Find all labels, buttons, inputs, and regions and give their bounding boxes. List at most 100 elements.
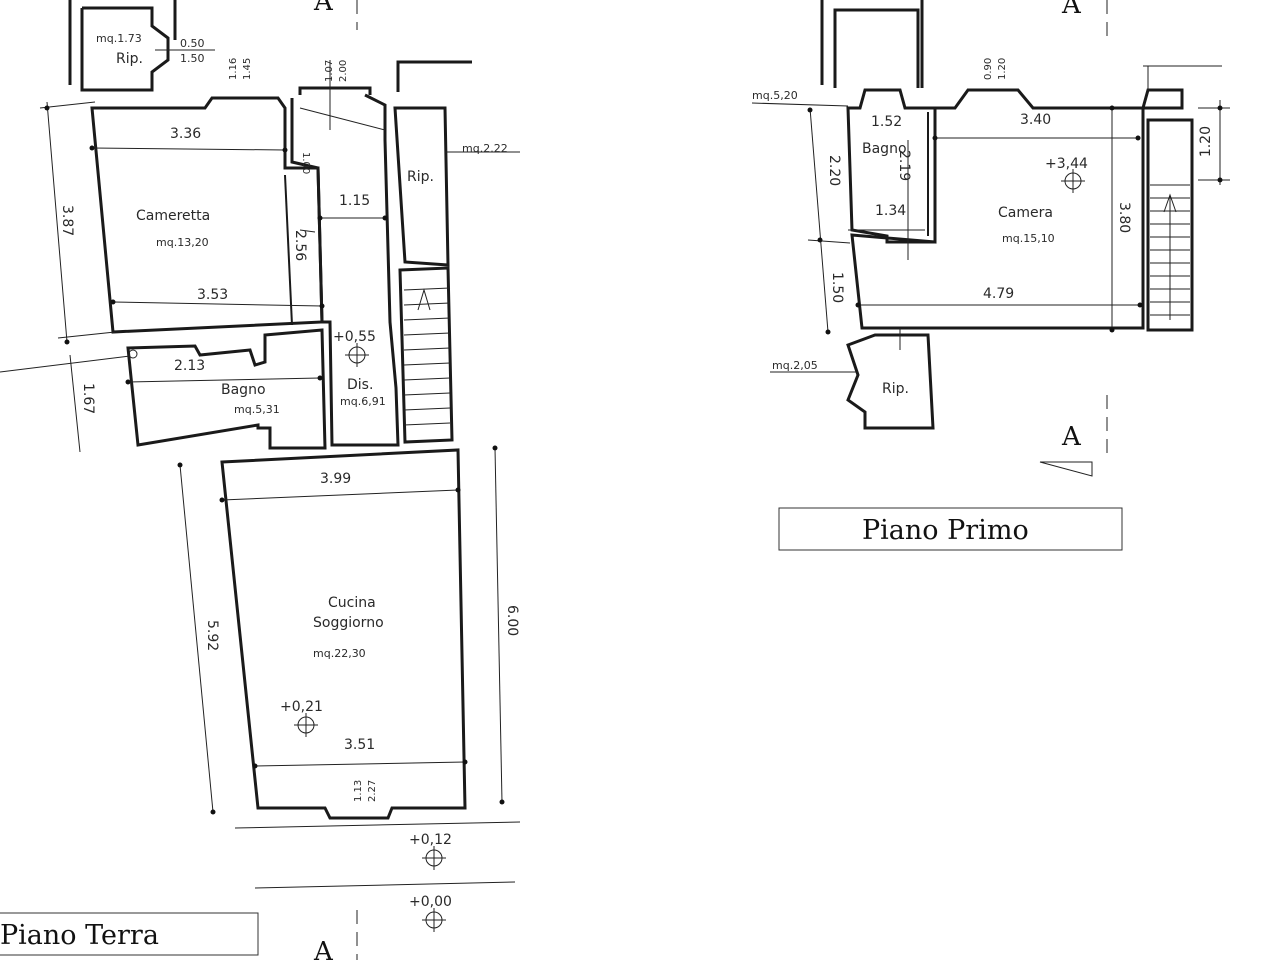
dim-line [221, 489, 459, 501]
elevation-marker [422, 846, 446, 870]
wall-line [396, 60, 472, 92]
ground-stair-walls [398, 266, 454, 444]
dimension-label: 2.00 [338, 60, 349, 82]
dimension-label: 3.99 [320, 471, 351, 487]
room-area: mq.5,31 [234, 403, 280, 416]
dim-line [127, 377, 321, 383]
dimension-label: 1.67 [80, 383, 96, 414]
dimension-label: 2.19 [896, 150, 912, 181]
dimension-label: 6.00 [504, 605, 520, 636]
elevation-label: +0,00 [409, 894, 452, 910]
dim-line [91, 147, 286, 151]
dim-line [179, 464, 214, 813]
elevation-label: +0,55 [333, 329, 376, 345]
first-stair-walls [1146, 118, 1194, 332]
dim-line [807, 239, 851, 244]
camera-walls [850, 88, 1184, 330]
dimension-label: 1.50 [829, 272, 845, 303]
wall-line [284, 174, 293, 326]
dim-line [57, 331, 116, 339]
dimension-label: 0.50 [180, 37, 205, 50]
ground-stair-treads [403, 287, 451, 426]
dim-line [494, 447, 503, 803]
ground-rip-right-walls [393, 106, 450, 267]
ground-floor-plan: A A mq.1.73 Rip. 0.50 1.50 1.16 1.45 1.0… [0, 0, 521, 960]
room-area: mq.5,20 [752, 89, 798, 102]
first-floor-title-box [778, 507, 1123, 551]
dimension-label: 0.90 [983, 58, 994, 80]
dim-line [0, 355, 131, 373]
room-area: mq.6,91 [340, 395, 386, 408]
elevation-marker [422, 908, 446, 932]
dim-line [299, 229, 316, 233]
ground-floor-title-box [0, 912, 259, 956]
room-name-line2: Soggiorno [313, 615, 384, 631]
dimension-label: 1.13 [353, 780, 364, 802]
first-floor-title: Piano Primo [862, 515, 1029, 546]
dim-line [112, 301, 323, 307]
section-mark-a-top: A [1061, 0, 1082, 20]
dim-line [809, 107, 829, 333]
dimension-label: 1.20 [1198, 126, 1214, 157]
ground-floor-title: Piano Terra [0, 920, 159, 951]
dimension-label: 3.40 [1020, 112, 1051, 128]
dimension-label: 4.79 [983, 286, 1014, 302]
room-name: Rip. [116, 51, 143, 67]
dimension-dots [807, 105, 1223, 335]
elevation-label: +3,44 [1045, 156, 1088, 172]
room-area: mq.2.22 [462, 142, 508, 155]
first-stair-treads [1150, 184, 1190, 320]
dim-line [46, 101, 68, 343]
drain-symbol [128, 349, 138, 359]
elevation-marker [294, 713, 318, 737]
dimension-label: 3.51 [344, 737, 375, 753]
ground-rip-top-walls [80, 6, 170, 92]
first-floor-plan: A A mq.5,20 0.90 1.20 1.52 3.40 Bagno 2.… [751, 0, 1230, 551]
room-name: Camera [998, 205, 1053, 221]
dimension-label: 1.16 [228, 58, 239, 80]
dimension-label: 1.15 [339, 193, 370, 209]
section-mark-a-top: A [313, 0, 334, 17]
elevation-marker [345, 343, 369, 367]
room-name: Bagno [862, 141, 907, 157]
disimpegno-walls [290, 93, 400, 447]
dim-line [234, 821, 521, 829]
dimension-label: 1.34 [875, 203, 906, 219]
elevation-label: +0,21 [280, 699, 323, 715]
room-name: Cameretta [136, 208, 210, 224]
dimension-dots [44, 105, 505, 815]
dimension-label: 3.36 [170, 126, 201, 142]
section-mark-a-bottom: A [1061, 422, 1082, 452]
room-name: Dis. [347, 377, 373, 393]
room-name: Rip. [407, 169, 434, 185]
dimension-label: 5.92 [204, 620, 220, 651]
dimension-label: 1.07 [324, 60, 335, 82]
dimension-label: 2.27 [367, 780, 378, 802]
dimension-label: 3.87 [59, 205, 75, 236]
first-rip-top-walls [833, 8, 920, 88]
section-arrow [1039, 461, 1093, 477]
room-name: Rip. [882, 381, 909, 397]
dim-line [751, 102, 849, 107]
wall-line [298, 86, 372, 95]
room-name: Cucina [328, 595, 376, 611]
dimension-label: 3.53 [197, 287, 228, 303]
dimension-label: 2.56 [292, 230, 308, 261]
elevation-label: +0,12 [409, 832, 452, 848]
room-area: mq.1.73 [96, 32, 142, 45]
cameretta-walls [90, 96, 324, 334]
dim-line [69, 354, 81, 453]
first-rip-walls [846, 333, 935, 430]
dimension-label: 2.13 [174, 358, 205, 374]
elevation-marker [1061, 169, 1085, 193]
dim-line [254, 761, 466, 767]
room-area: mq.2,05 [772, 359, 818, 372]
dimension-label: 1.20 [997, 58, 1008, 80]
dimension-label: 3.80 [1116, 202, 1132, 233]
cucina-walls [220, 448, 467, 820]
dimension-label: 1.45 [242, 58, 253, 80]
dimension-label: 1.52 [871, 114, 902, 130]
dimension-label: 1.00 [300, 152, 311, 174]
room-name: Bagno [221, 382, 266, 398]
dim-line [254, 881, 516, 889]
